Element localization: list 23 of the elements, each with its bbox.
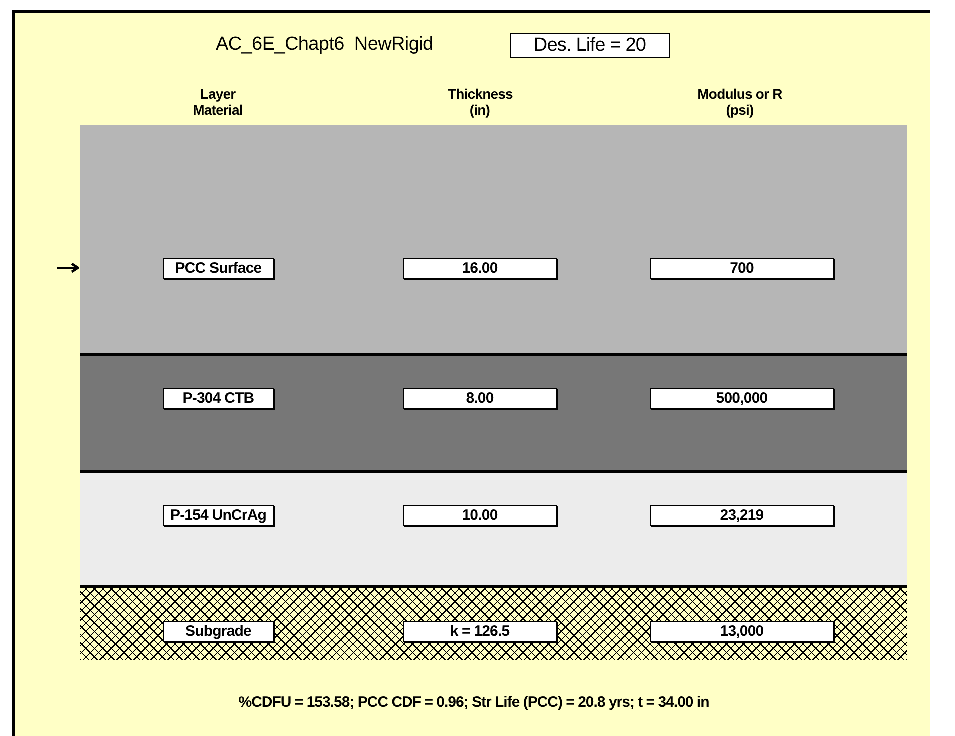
thickness-field: 8.00 (403, 388, 557, 409)
thickness-field: 16.00 (403, 258, 557, 279)
layer-material-field: PCC Surface (163, 258, 274, 279)
layer-material-field: P-154 UnCrAg (163, 505, 274, 526)
pavement-layer-band (80, 470, 907, 585)
column-header: Layer Material (192, 86, 244, 118)
modulus-field: 500,000 (650, 388, 834, 409)
diagram-title: AC_6E_Chapt6 NewRigid (216, 34, 434, 56)
design-life-field: Des. Life = 20 (510, 33, 670, 58)
layer-material-field: Subgrade (163, 621, 274, 642)
modulus-field: 700 (650, 258, 834, 279)
column-header: Thickness (in) (447, 86, 514, 118)
thickness-field: 10.00 (403, 505, 557, 526)
modulus-field: 23,219 (650, 505, 834, 526)
thickness-field: k = 126.5 (403, 621, 557, 642)
pavement-layer-band (80, 585, 907, 660)
modulus-field: 13,000 (650, 621, 834, 642)
layer-material-field: P-304 CTB (163, 388, 274, 409)
summary-text: %CDFU = 153.58; PCC CDF = 0.96; Str Life (PCC) = 20.8 yrs; t = 34.00 in (238, 694, 710, 711)
pavement-layer-band (80, 125, 907, 353)
row-pointer-arrow (57, 262, 80, 274)
pavement-layer-band (80, 353, 907, 470)
column-header: Modulus or R (psi) (696, 86, 784, 118)
